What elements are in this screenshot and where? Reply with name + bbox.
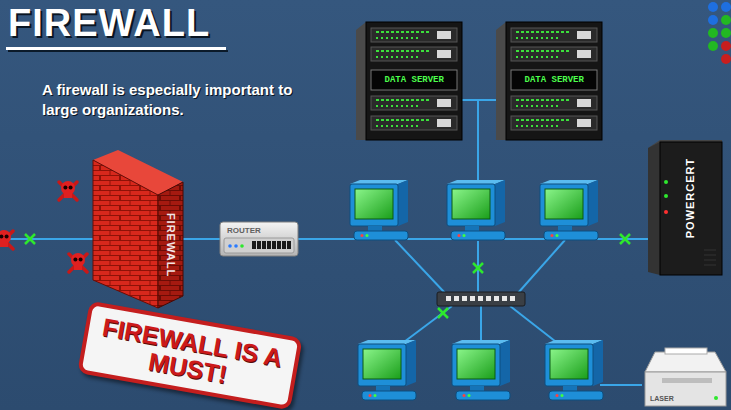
- network-cable: [183, 238, 220, 240]
- server-label: DATA SERVER: [385, 75, 444, 85]
- diagram-title: FIREWALL: [8, 2, 210, 45]
- label-box: A firewall is especially important to la…: [42, 80, 327, 119]
- printer-label: LASER: [650, 395, 674, 402]
- data-server: DATA SERVER: [366, 22, 462, 140]
- note-text: A firewall is especially important to la…: [42, 80, 327, 119]
- warning-sign: FIREWALL IS A MUST!: [77, 300, 302, 409]
- router: ROUTER: [220, 222, 298, 256]
- title-box: FIREWALL: [8, 2, 210, 45]
- firewall-wall: FIREWALL: [93, 150, 183, 308]
- tower-server: POWERCERT: [648, 140, 722, 275]
- printer: LASER: [640, 348, 728, 406]
- router-label: ROUTER: [227, 226, 261, 235]
- data-server: DATA SERVER: [506, 22, 602, 140]
- server-label: DATA SERVER: [525, 75, 584, 85]
- firewall-label: FIREWALL: [165, 213, 177, 277]
- warning-text: FIREWALL IS A MUST!: [91, 312, 289, 397]
- brand-label: POWERCERT: [684, 158, 696, 239]
